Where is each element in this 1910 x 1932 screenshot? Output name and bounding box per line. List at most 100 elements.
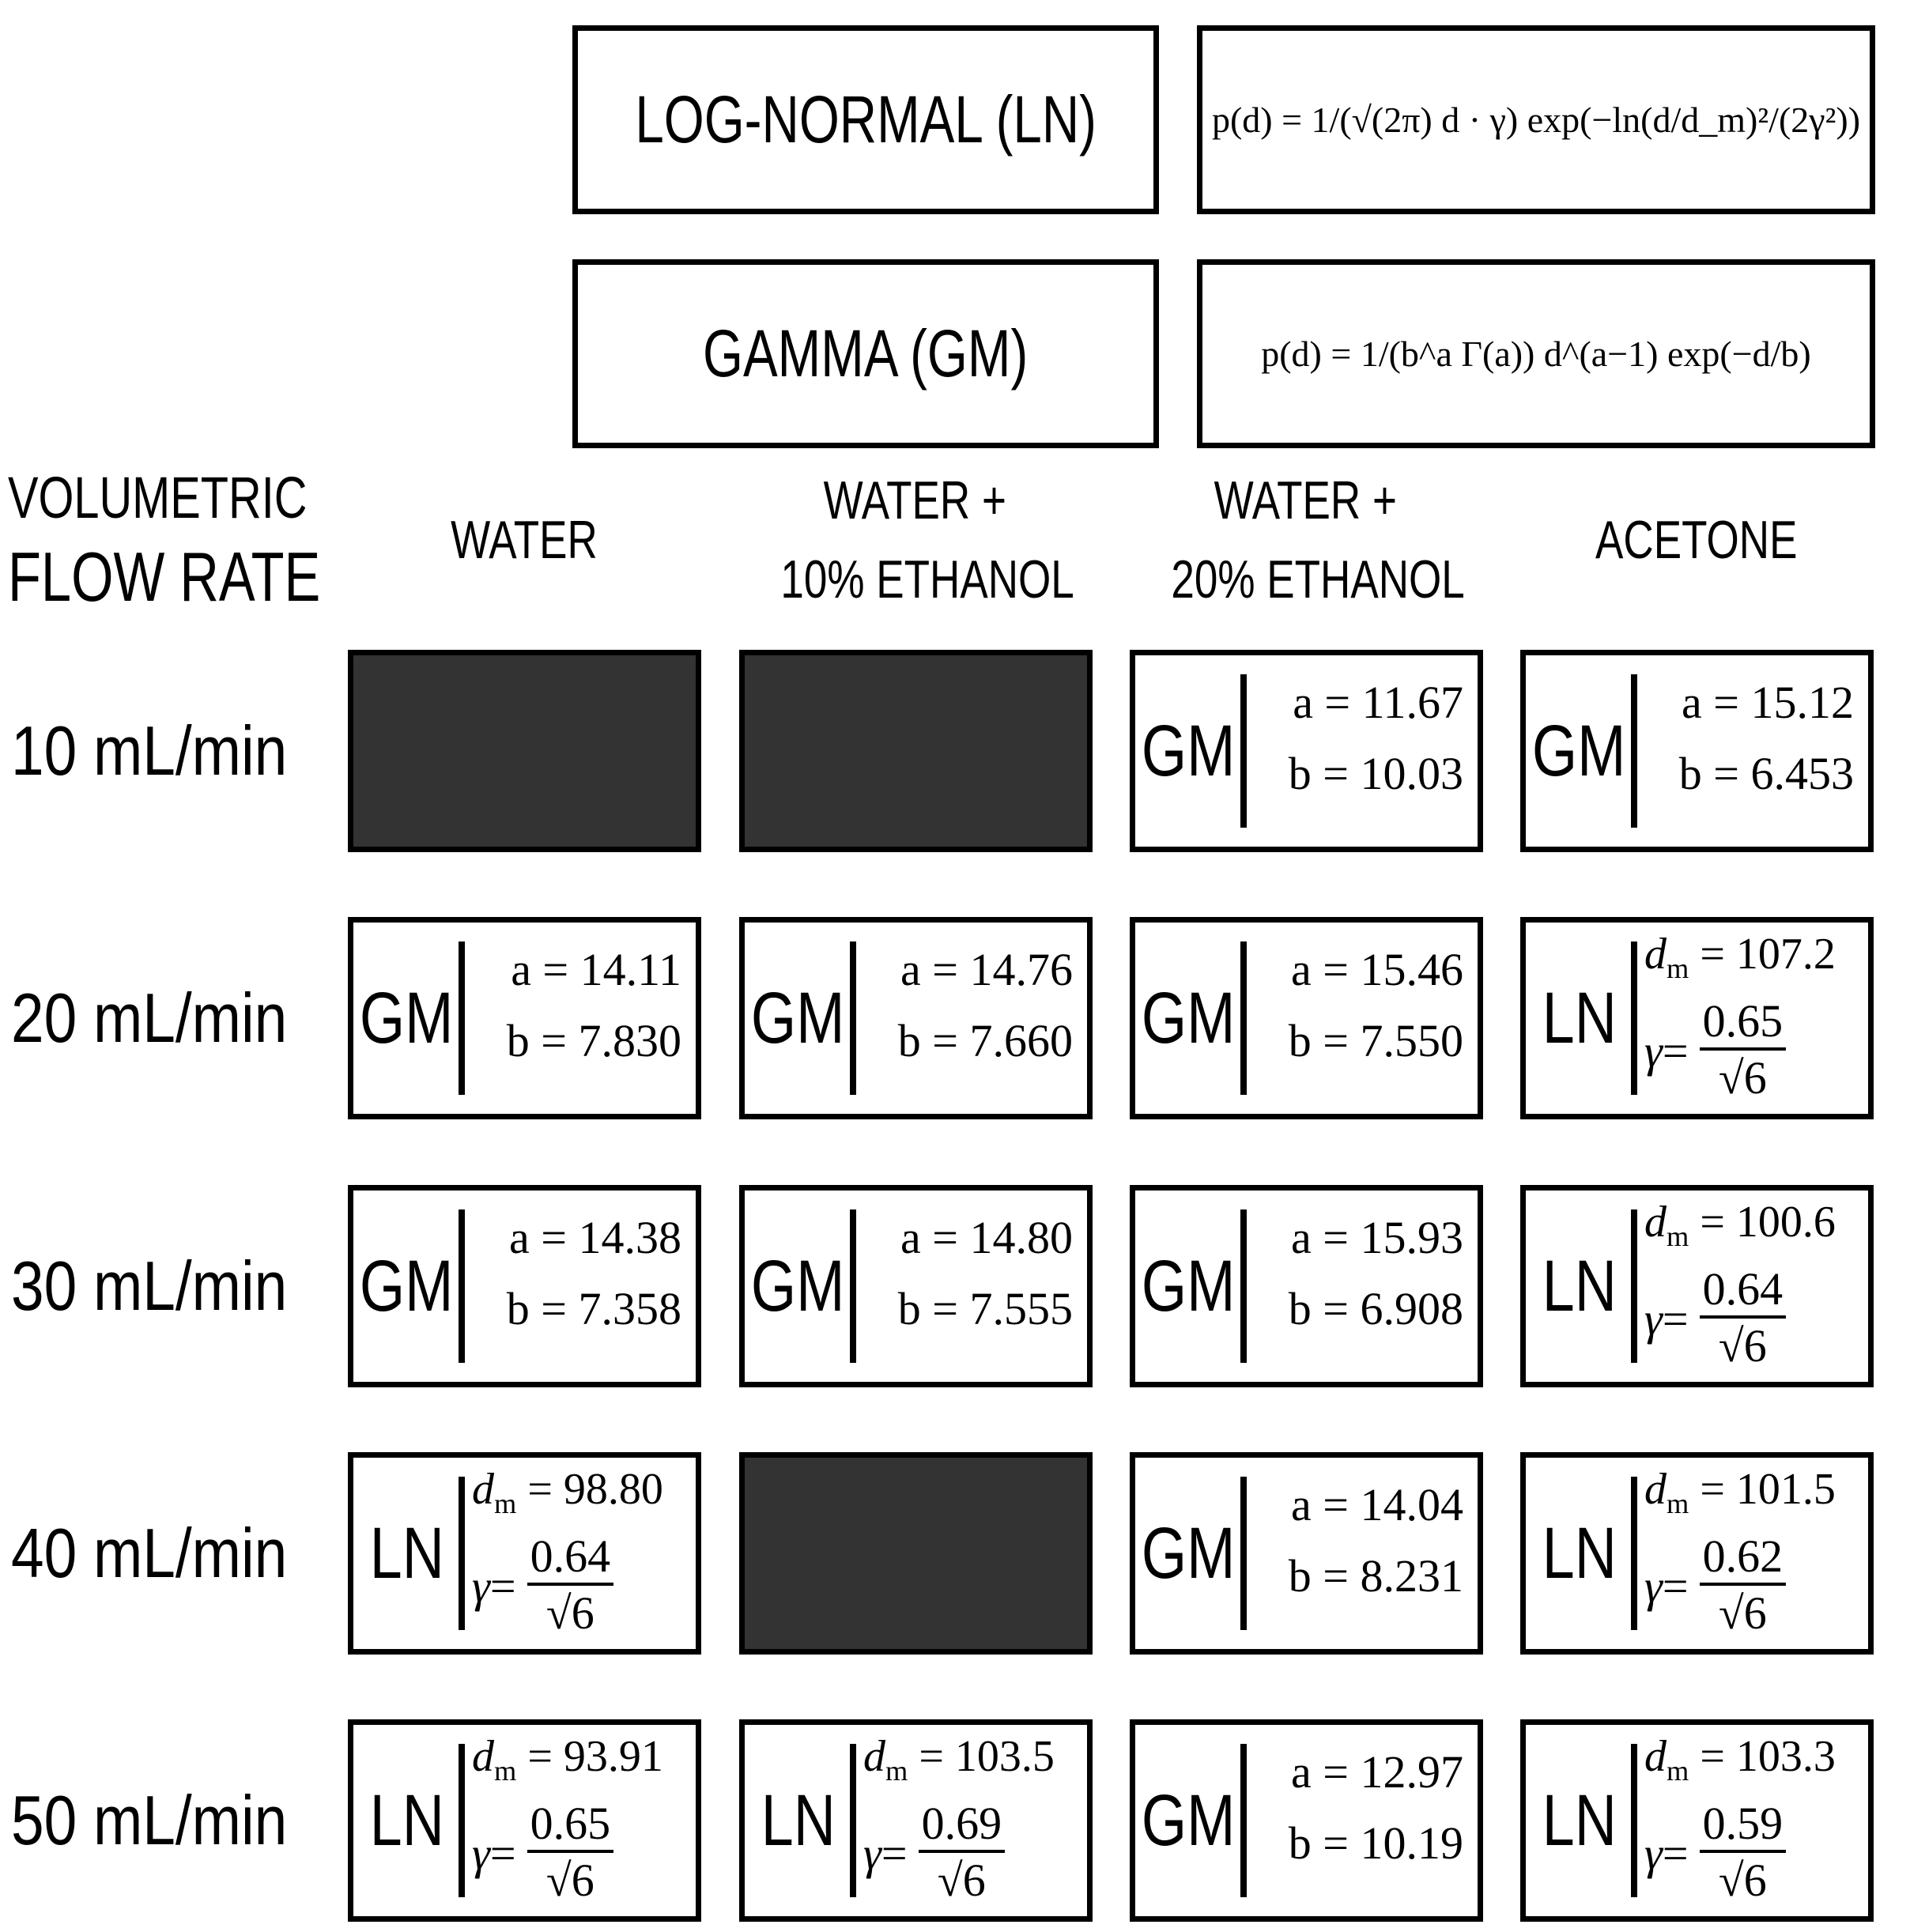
- gamma-fraction: 0.65√6: [527, 1798, 614, 1908]
- gamma-numerator: 0.64: [1699, 1263, 1787, 1319]
- distribution-code: GM: [1135, 655, 1242, 847]
- gamma-symbol: γ: [1644, 1292, 1663, 1345]
- param-gamma: γ =0.65√6: [1644, 995, 1787, 1106]
- dm-value: 103.5: [954, 1732, 1055, 1781]
- gamma-fraction: 0.64√6: [527, 1530, 614, 1641]
- param-a: a = 14.04: [1291, 1479, 1463, 1530]
- parameters: a = 14.04 b = 8.231: [1254, 1458, 1470, 1649]
- distribution-code-text: GM: [1142, 1245, 1236, 1326]
- divider-bar: [1631, 1477, 1637, 1630]
- dm-subscript: m: [1667, 1755, 1689, 1787]
- distribution-code-text: GM: [1142, 1779, 1236, 1861]
- divider-bar: [850, 1209, 856, 1363]
- gamma-denominator: √6: [937, 1855, 986, 1906]
- gamma-numerator: 0.65: [1699, 995, 1787, 1051]
- gamma-denominator: √6: [545, 1855, 595, 1906]
- distribution-code-text: LN: [761, 1779, 836, 1861]
- param-gamma: γ =0.64√6: [472, 1530, 614, 1641]
- dm-value: 107.2: [1735, 930, 1836, 979]
- lognormal-formula-box: p(d) = 1/(√(2π) d · γ) exp(−ln(d/d_m)²/(…: [1197, 25, 1875, 214]
- param-b: b = 10.03: [1288, 748, 1463, 799]
- distribution-code-text: LN: [1542, 1779, 1617, 1861]
- column-header-label: 10% ETHANOL: [780, 549, 1074, 609]
- gamma-formula: p(d) = 1/(b^a Γ(a)) d^(a−1) exp(−d/b): [1261, 334, 1811, 374]
- gamma-fit-cell: GM a = 14.04 b = 8.231: [1130, 1452, 1483, 1655]
- param-a: a = 14.11: [511, 944, 681, 995]
- dm-value: 101.5: [1735, 1465, 1836, 1514]
- divider-bar: [459, 1744, 465, 1897]
- dm-subscript: m: [1667, 953, 1689, 985]
- param-a: a = 14.76: [900, 944, 1073, 995]
- gamma-fit-cell: GM a = 11.67 b = 10.03: [1130, 650, 1483, 852]
- param-b: b = 8.231: [1288, 1550, 1463, 1602]
- divider-bar: [459, 1477, 465, 1630]
- divider-bar: [1631, 674, 1637, 828]
- param-b: b = 6.908: [1288, 1283, 1463, 1334]
- dm-subscript: m: [1667, 1221, 1689, 1253]
- gamma-denominator: √6: [1718, 1320, 1767, 1372]
- divider-bar: [459, 1209, 465, 1363]
- column-header-water: WATER: [348, 500, 700, 579]
- param-b: b = 7.550: [1288, 1015, 1463, 1066]
- param-gamma: γ =0.65√6: [472, 1798, 614, 1908]
- row-label: 40 mL/min: [11, 1514, 327, 1593]
- lognormal-title: LOG-NORMAL (LN): [635, 82, 1097, 157]
- distribution-code-text: LN: [1542, 1512, 1617, 1594]
- row-label: 30 mL/min: [11, 1247, 327, 1326]
- column-header-water-10-ethanol: WATER + 10% ETHANOL: [739, 461, 1091, 619]
- row-label: 10 mL/min: [11, 711, 327, 791]
- param-dm: dm = 98.80: [472, 1465, 663, 1520]
- distribution-code: LN: [1526, 1725, 1633, 1916]
- distribution-code: GM: [1135, 1458, 1242, 1649]
- param-b: b = 7.358: [506, 1283, 681, 1334]
- divider-bar: [1240, 1209, 1247, 1363]
- column-header-label: ACETONE: [1595, 510, 1798, 570]
- dm-symbol: d: [472, 1732, 494, 1781]
- distribution-code: GM: [1526, 655, 1633, 847]
- distribution-code: LN: [1526, 923, 1633, 1114]
- distribution-code: GM: [1135, 1191, 1242, 1382]
- empty-cell: [348, 650, 701, 852]
- divider-bar: [1240, 1744, 1247, 1897]
- param-a: a = 11.67: [1293, 677, 1463, 728]
- lognormal-fit-cell: LN dm = 98.80 γ =0.64√6: [348, 1452, 701, 1655]
- gamma-title-box: GAMMA (GM): [572, 259, 1159, 448]
- param-a: a = 15.46: [1291, 944, 1463, 995]
- dm-value: 98.80: [563, 1465, 663, 1514]
- gamma-numerator: 0.59: [1699, 1798, 1787, 1853]
- distribution-code-text: GM: [1142, 710, 1236, 791]
- distribution-code-text: GM: [360, 1245, 454, 1326]
- distribution-code: LN: [1526, 1191, 1633, 1382]
- divider-bar: [1240, 941, 1247, 1095]
- column-header-label: WATER +: [823, 470, 1007, 530]
- dm-subscript: m: [1667, 1488, 1689, 1520]
- distribution-code: GM: [353, 1191, 460, 1382]
- row-label: 50 mL/min: [11, 1781, 327, 1860]
- divider-bar: [1631, 941, 1637, 1095]
- gamma-denominator: √6: [1718, 1587, 1767, 1639]
- param-a: a = 14.80: [900, 1212, 1073, 1263]
- column-header-acetone: ACETONE: [1520, 500, 1872, 579]
- divider-bar: [459, 941, 465, 1095]
- divider-bar: [850, 941, 856, 1095]
- param-dm: dm = 101.5: [1644, 1465, 1836, 1520]
- empty-cell: [739, 1452, 1093, 1655]
- distribution-code: LN: [353, 1725, 460, 1916]
- distribution-code-text: LN: [369, 1512, 444, 1594]
- lognormal-title-box: LOG-NORMAL (LN): [572, 25, 1159, 214]
